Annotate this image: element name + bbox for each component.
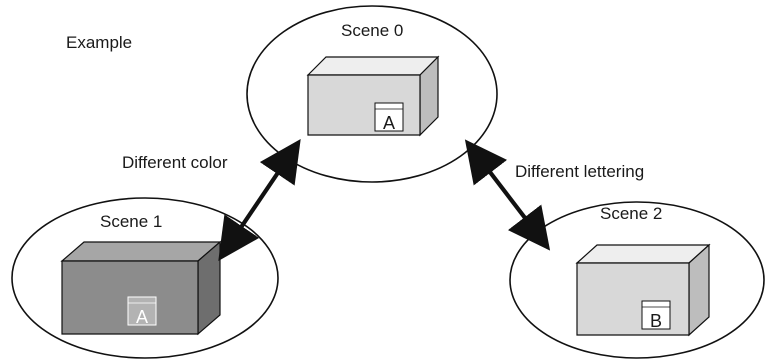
scene-2-label-plate <box>641 300 671 330</box>
scene-1-box-top <box>60 241 222 262</box>
scene-0-group: Scene 0 A <box>246 5 498 183</box>
diagram-title: Example <box>66 33 132 52</box>
scene-1-ellipse <box>11 197 279 359</box>
relation-0-2-label: Different lettering <box>515 162 644 181</box>
scene-2-group: Scene 2 B <box>509 201 765 359</box>
scene-2-letter: B <box>650 311 662 331</box>
relation-0-1-arrow <box>218 139 301 261</box>
scene-0-box-top <box>306 56 440 76</box>
scene-0-label: Scene 0 <box>341 21 403 40</box>
scene-2-label: Scene 2 <box>600 204 662 223</box>
scene-1-label-plate <box>127 296 157 326</box>
relation-0-2: Different lettering <box>464 139 644 251</box>
relation-0-1: Different color <box>122 139 301 261</box>
scene-0-label-plate <box>374 102 404 132</box>
scene-2-box-top <box>575 244 711 264</box>
scene-0-ellipse <box>246 5 498 183</box>
scene-1-label: Scene 1 <box>100 212 162 231</box>
relation-0-2-arrow <box>464 139 551 251</box>
scene-1-letter: A <box>136 307 148 327</box>
scene-2-box: B <box>575 243 711 337</box>
scene-1-group: Scene 1 A <box>11 197 279 359</box>
scene-1-box: A <box>60 240 222 336</box>
relation-0-1-label: Different color <box>122 153 228 172</box>
scene-0-letter: A <box>383 113 395 133</box>
scene-2-ellipse <box>509 201 765 359</box>
scene-0-box: A <box>306 55 440 137</box>
scene-2-box-front <box>576 262 690 336</box>
